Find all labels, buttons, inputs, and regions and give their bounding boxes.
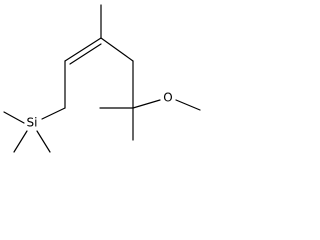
bond-si-ch2 [41,107,66,120]
bond-si-methyl-left [3,111,25,124]
silicon-atom-label: Si [27,116,38,130]
bond-double-inner [69,43,102,65]
bond-si-methyl-bottom-right [36,130,51,153]
bond-quaternary-oxygen [132,99,161,109]
chemical-structure: Si O [3,4,201,153]
bond-double-outer [64,37,102,62]
bond-si-methyl-bottom-left [13,130,28,153]
bond-oxygen-methyl [175,99,201,111]
oxygen-atom-label: O [163,91,172,105]
bond-alkene-ch2 [100,37,134,62]
